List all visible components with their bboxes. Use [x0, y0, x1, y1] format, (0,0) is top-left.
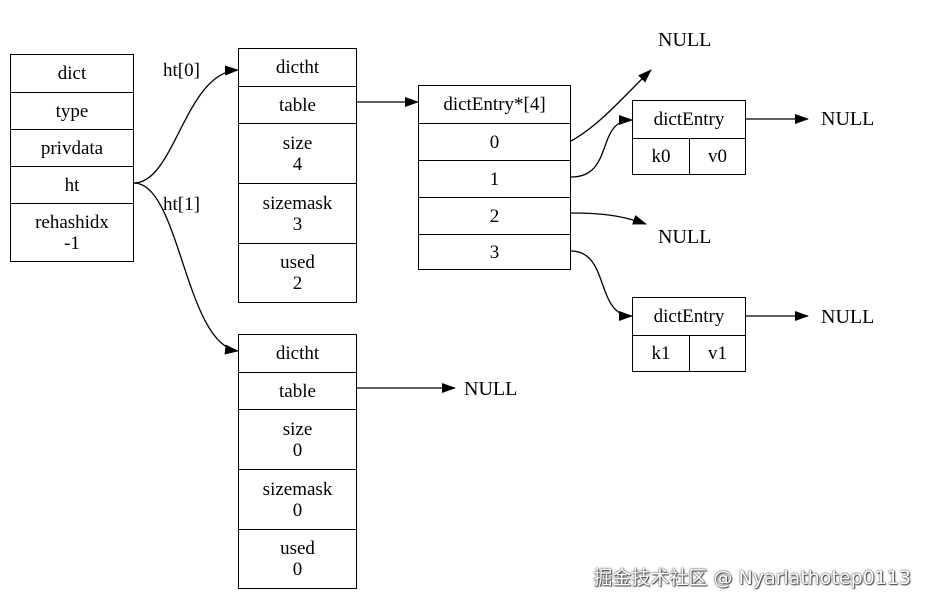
edge-ht-to-ht0 [133, 65, 239, 184]
dict-privdata-cell: privdata [11, 129, 133, 166]
edge-ht-to-ht1 [133, 182, 239, 355]
null-slot-0: NULL [658, 29, 712, 51]
dict-ht-cell: ht [11, 166, 133, 203]
bucket-slot-1: 1 [419, 160, 570, 197]
bucket-array-title: dictEntry*[4] [443, 94, 546, 115]
ht0-label: ht[0] [163, 60, 200, 81]
edge-slot0-to-null [570, 69, 652, 142]
dict-entry-1-value: v1 [690, 335, 745, 371]
dict-entry-1-key: k1 [633, 335, 690, 371]
bucket-array: dictEntry*[4] 0 1 2 3 [418, 85, 571, 270]
bucket-slot-3: 3 [419, 234, 570, 269]
edge-slot1-to-entry0 [570, 115, 633, 178]
bucket-slot-2: 2 [419, 197, 570, 234]
ht1-table-cell: table [239, 372, 356, 409]
null-slot-2: NULL [658, 226, 712, 248]
dict-entry-1: dictEntry k1 v1 [632, 297, 746, 372]
edge-slot3-to-entry1 [570, 250, 633, 321]
ht1-title-cell: dictht [275, 343, 320, 364]
dict-entry-0-title: dictEntry [653, 109, 725, 130]
dict-struct: dict type privdata ht rehashidx -1 [10, 54, 134, 262]
ht0-title-cell: dictht [275, 57, 320, 78]
bucket-slot-0: 0 [419, 123, 570, 160]
null-ht1-table: NULL [464, 378, 518, 400]
watermark: 掘金技术社区 @ Nyarlathotep0113 [593, 567, 911, 589]
dict-entry-0: dictEntry k0 v0 [632, 100, 746, 175]
dict-rehashidx-cell: rehashidx -1 [11, 203, 133, 261]
dict-type-cell: type [11, 92, 133, 129]
dict-entry-1-title: dictEntry [653, 306, 725, 327]
dict-title-cell: dict [57, 63, 87, 84]
ht1-label: ht[1] [163, 194, 200, 215]
null-entry-0-next: NULL [821, 108, 875, 130]
dict-entry-0-key: k0 [633, 138, 690, 174]
ht0-table-cell: table [239, 86, 356, 123]
edge-slot2-to-null [570, 212, 647, 225]
null-entry-1-next: NULL [821, 306, 875, 328]
dict-entry-0-value: v0 [690, 138, 745, 174]
